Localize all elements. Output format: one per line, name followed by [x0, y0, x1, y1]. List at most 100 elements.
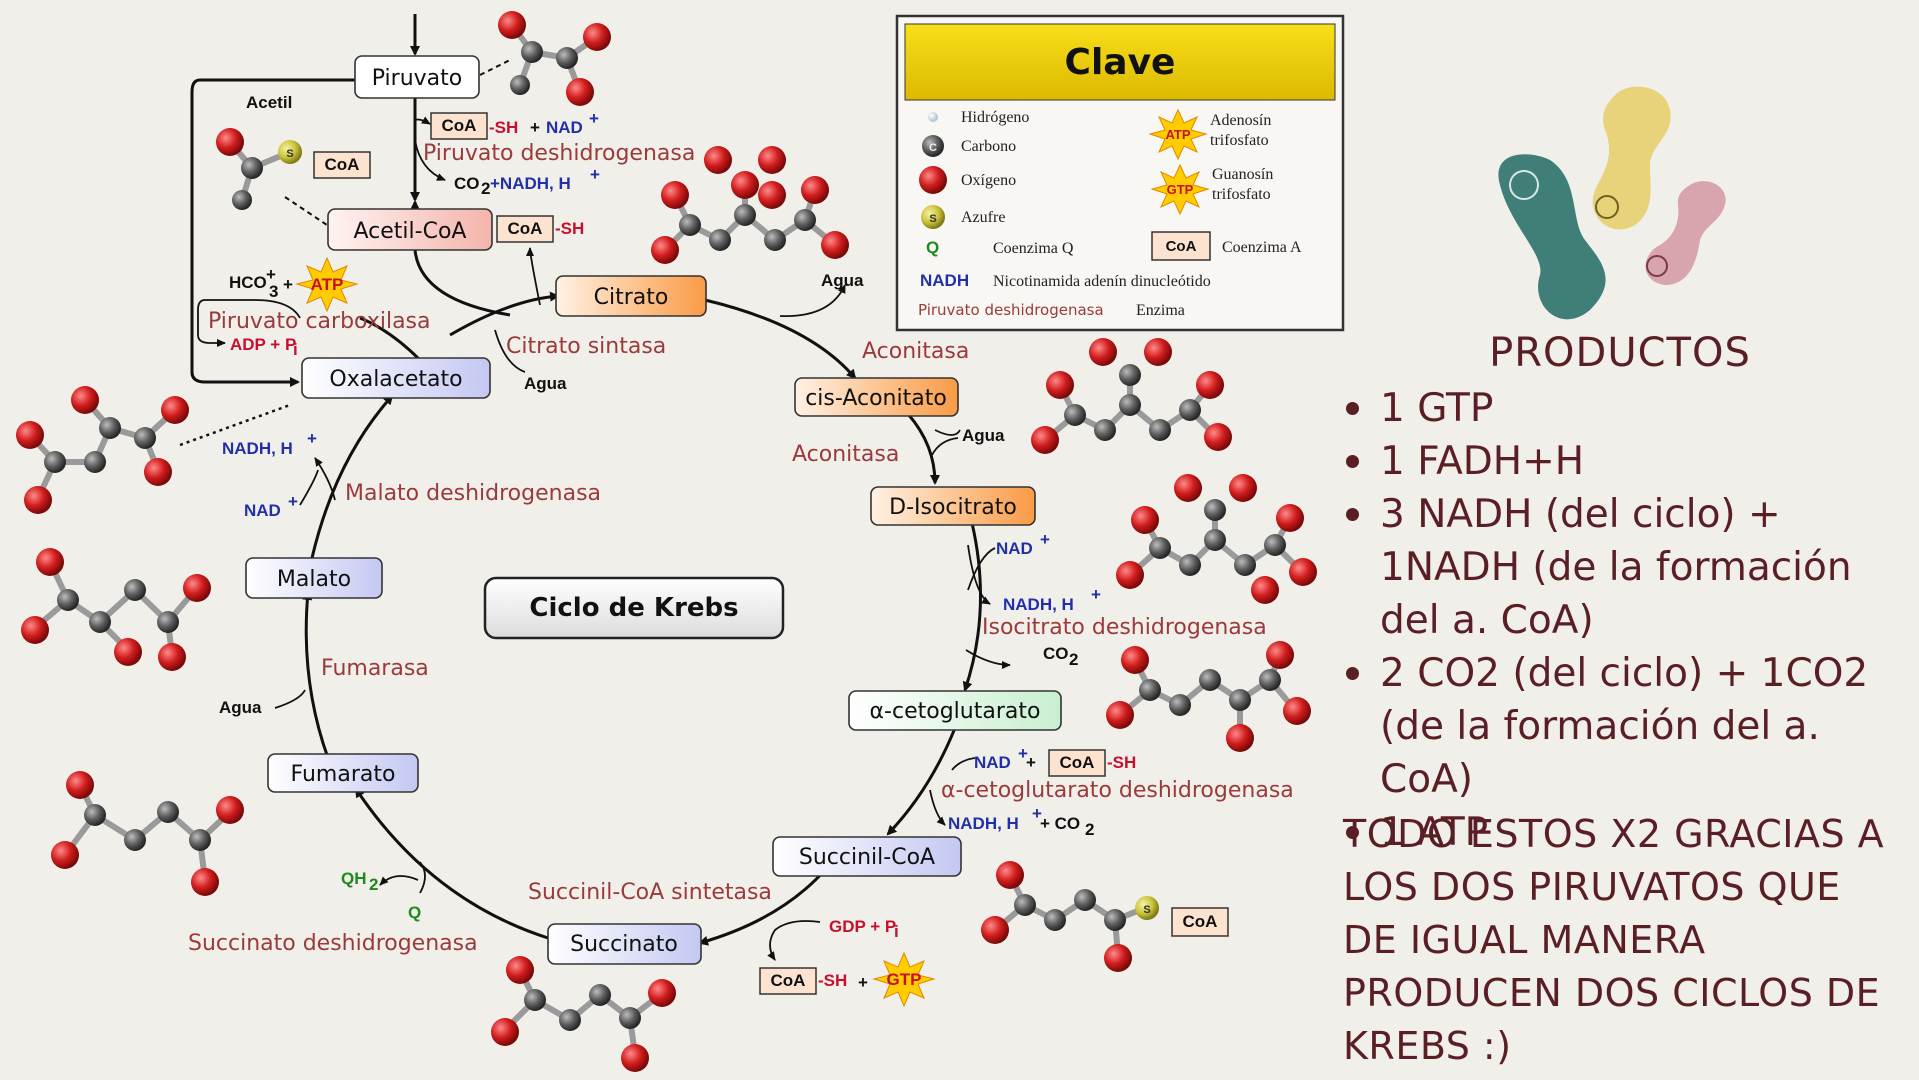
hco3-label: HCO: [229, 273, 267, 292]
adp-label: ADP + P: [230, 335, 296, 354]
molecule-malato: [21, 548, 211, 671]
molecule-acetil: S: [216, 128, 302, 210]
carbon-icon: [922, 135, 944, 157]
co2-sub-3: 2: [1085, 820, 1094, 839]
nadh-sup-2: +: [1091, 585, 1101, 604]
plus-hco3: +: [283, 275, 293, 294]
products-list: 1 GTP 1 FADH+H 3 NADH (del ciclo) + 1NAD…: [1330, 382, 1910, 859]
q-label: Q: [408, 903, 421, 922]
products-title: PRODUCTOS: [1489, 330, 1751, 376]
enzyme-piruvato-carboxilasa: Piruvato carboxilasa: [208, 309, 431, 334]
adp-sub: i: [293, 340, 298, 359]
coa-box-1: [430, 112, 488, 140]
agua-label-3: Agua: [962, 426, 1005, 445]
key-nadh-desc: Nicotinamida adenín dinucleótido: [993, 273, 1211, 290]
key-hidrogeno: Hidrógeno: [961, 109, 1029, 126]
molecule-piruvato: [498, 11, 611, 106]
key-gtp-symbol: GTP: [1167, 182, 1194, 197]
node-oxalacetato: Oxalacetato: [301, 357, 491, 399]
enzyme-alfa-cetoglutarato-deshidrogenasa: α-cetoglutarato deshidrogenasa: [941, 778, 1294, 803]
sh-label-4: -SH: [818, 971, 847, 990]
molecule-blob-icon: [1498, 86, 1726, 320]
product-item: 3 NADH (del ciclo) + 1NADH (de la formac…: [1346, 488, 1910, 647]
nad-label-2: NAD: [996, 539, 1033, 558]
enzyme-succinato-deshidrogenasa: Succinato deshidrogenasa: [188, 931, 478, 956]
node-citrato: Citrato: [555, 275, 707, 317]
key-coenzima-a: Coenzima A: [1222, 239, 1302, 256]
molecule-models: S: [16, 11, 1317, 1072]
nad-label-4: NAD: [244, 501, 281, 520]
node-acetil-coa: Acetil-CoA: [327, 208, 493, 251]
node-succinil-coa: Succinil-CoA: [772, 836, 962, 877]
qh2-label: QH: [341, 869, 367, 888]
sh-label-1: -SH: [489, 118, 518, 137]
coa-box-succinil: [1171, 907, 1229, 937]
key-oxigeno: Oxígeno: [961, 172, 1016, 189]
sh-label-3: -SH: [1107, 753, 1136, 772]
agua-label-4: Agua: [219, 698, 262, 717]
coa-box-2-text: CoA: [508, 219, 543, 238]
node-piruvato-label: Piruvato: [372, 66, 462, 91]
key-adenosin: Adenosín: [1210, 112, 1271, 129]
node-d-isocitrato: D-Isocitrato: [870, 486, 1036, 526]
molecule-d-isocitrato: [1116, 474, 1317, 604]
node-oxalacetato-label: Oxalacetato: [329, 367, 462, 392]
gtp-star-1: GTP: [872, 951, 936, 1008]
molecule-citrato: [651, 146, 849, 264]
node-acetil-coa-label: Acetil-CoA: [354, 219, 467, 244]
key-trifosfato-2: trifosfato: [1212, 186, 1271, 203]
coa-box-succinil-text: CoA: [1183, 912, 1218, 931]
gtp-text-1: GTP: [887, 970, 922, 989]
plus-1: +: [530, 118, 540, 137]
key-enzima: Enzima: [1136, 302, 1185, 319]
product-item: 1 FADH+H: [1346, 435, 1910, 488]
co2-label-1: CO: [454, 174, 480, 193]
node-alfa-cetoglutarato-label: α-cetoglutarato: [870, 699, 1041, 724]
co2-label-2: CO: [1043, 644, 1069, 663]
acetil-molecule-link: [284, 196, 331, 228]
enzyme-piruvato-deshidrogenasa: Piruvato deshidrogenasa: [423, 141, 695, 166]
node-malato: Malato: [245, 557, 383, 599]
node-succinato: Succinato: [547, 923, 702, 965]
enzyme-aconitasa-2: Aconitasa: [792, 442, 899, 467]
agua-label-1: Agua: [821, 271, 864, 290]
node-cis-aconitato-label: cis-Aconitato: [805, 386, 947, 411]
sh-label-2: -SH: [555, 219, 584, 238]
molecule-succinato: [491, 956, 676, 1072]
nad-label-3: NAD: [974, 753, 1011, 772]
sulfur-icon-letter: S: [929, 213, 936, 225]
node-fumarato-label: Fumarato: [291, 762, 396, 787]
nad-sup-3: +: [1018, 744, 1028, 763]
atp-star-1: ATP: [295, 256, 359, 313]
nad-sup-4: +: [288, 492, 298, 511]
hco3-sup: +: [266, 265, 276, 284]
products-panel: PRODUCTOS 1 GTP 1 FADH+H 3 NADH (del cic…: [1330, 330, 1910, 859]
oxalacetato-molecule-link: [179, 403, 291, 447]
hco3-sub: 3: [269, 282, 278, 301]
nad-sup-1: +: [589, 109, 599, 128]
key-carbono: Carbono: [961, 138, 1016, 155]
enzyme-succinil-coa-sintetasa: Succinil-CoA sintetasa: [528, 880, 772, 905]
carbon-icon-letter: C: [929, 142, 937, 154]
molecule-alfa-cetoglutarato: [1106, 641, 1311, 752]
co2-sub-1: 2: [481, 179, 490, 198]
reactant-labels: Acetil CoA -SH + NAD + CO 2 +NADH, H + C…: [219, 93, 1136, 1008]
key-atp-symbol: ATP: [1165, 127, 1190, 142]
nadh-label-1: +NADH, H: [490, 174, 571, 193]
acetil-s-label: S: [286, 148, 293, 160]
footer-note: TODO ESTOS X2 GRACIAS A LOS DOS PIRUVATO…: [1343, 812, 1885, 1068]
node-piruvato: Piruvato: [354, 55, 480, 99]
key-coa-symbol: CoA: [1166, 238, 1197, 255]
coa-box-1-text: CoA: [442, 116, 477, 135]
node-malato-label: Malato: [277, 567, 351, 592]
coa-box-acetil-text: CoA: [325, 155, 360, 174]
node-fumarato: Fumarato: [267, 753, 419, 793]
enzyme-malato-deshidrogenasa: Malato deshidrogenasa: [345, 481, 601, 506]
plus-co2-label: + CO: [1040, 814, 1080, 833]
cycle-arrows: [190, 14, 983, 946]
gdp-sub: i: [894, 922, 899, 941]
molecule-cis-aconitato: [1031, 338, 1232, 454]
product-item: 1 ATP: [1346, 806, 1910, 859]
nad-sup-2: +: [1040, 530, 1050, 549]
plus-3: +: [1026, 753, 1036, 772]
